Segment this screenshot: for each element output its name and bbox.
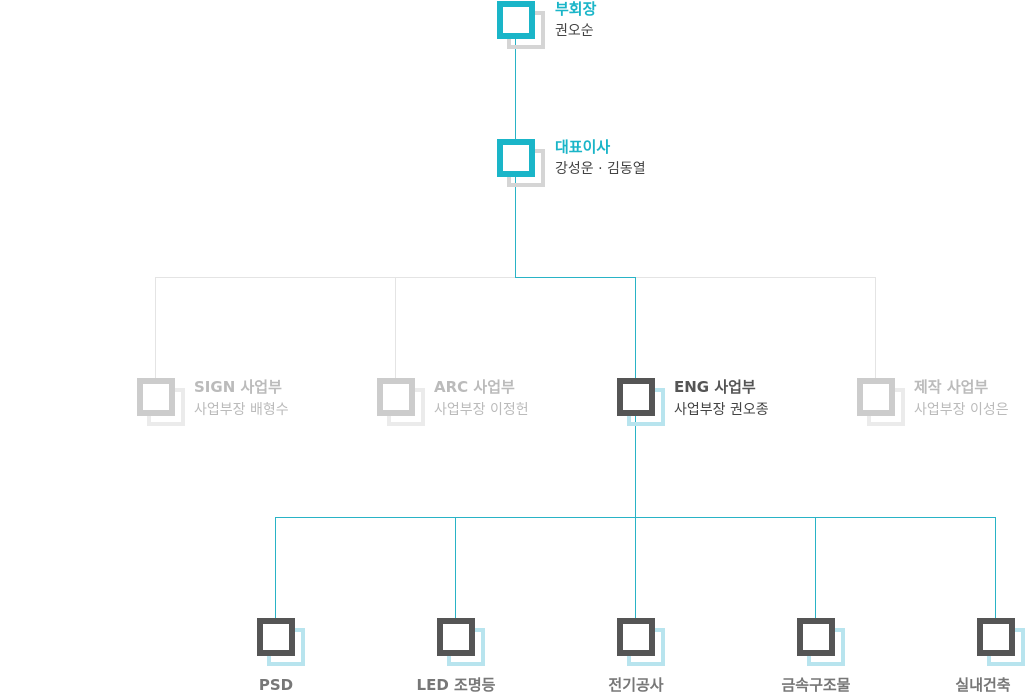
- division-sign-title: SIGN 사업부: [194, 378, 282, 396]
- division-eng-label[interactable]: ENG 사업부 사업부장 권오종: [674, 377, 769, 420]
- ceo-label: 대표이사 강성운 · 김동열: [555, 137, 646, 179]
- vice-chairman-label: 부회장 권오순: [555, 0, 596, 41]
- connector-ceo-down: [515, 176, 516, 277]
- division-arc-title: ARC 사업부: [434, 378, 515, 396]
- connector-drop-eng: [635, 277, 636, 378]
- division-sign-head: 사업부장 배형수: [194, 402, 289, 418]
- team-led-node-icon: [437, 618, 485, 666]
- connector-drop-psd: [275, 517, 276, 618]
- vice-chairman-node-icon: [497, 1, 545, 49]
- division-arc-node-icon[interactable]: [377, 378, 425, 426]
- division-eng-title: ENG 사업부: [674, 378, 756, 396]
- connector-drop-sign: [155, 277, 156, 378]
- division-eng-head: 사업부장 권오종: [674, 402, 769, 418]
- team-led-label: LED 조명등: [416, 676, 496, 694]
- ceo-name: 강성운 · 김동열: [555, 161, 646, 177]
- connector-drop-metal: [815, 517, 816, 618]
- division-sign-label[interactable]: SIGN 사업부 사업부장 배형수: [194, 377, 289, 420]
- team-metal-node-icon: [797, 618, 845, 666]
- connector-division-bar-right: [636, 277, 876, 278]
- team-electric-label: 전기공사: [608, 676, 664, 694]
- connector-vice-to-ceo: [515, 38, 516, 140]
- connector-division-bar-left: [155, 277, 515, 278]
- team-psd-label: PSD: [258, 676, 294, 694]
- ceo-title: 대표이사: [555, 138, 611, 156]
- division-arc-head: 사업부장 이정헌: [434, 402, 529, 418]
- connector-drop-led: [455, 517, 456, 618]
- connector-ceo-to-eng: [515, 277, 636, 278]
- division-sign-node-icon[interactable]: [137, 378, 185, 426]
- connector-drop-electric: [635, 517, 636, 618]
- division-production-label[interactable]: 제작 사업부 사업부장 이성은: [914, 377, 1009, 420]
- division-production-node-icon[interactable]: [857, 378, 905, 426]
- connector-drop-production: [875, 277, 876, 378]
- team-interior-node-icon: [977, 618, 1025, 666]
- team-electric-node-icon: [617, 618, 665, 666]
- vice-chairman-name: 권오순: [555, 23, 594, 39]
- division-production-title: 제작 사업부: [914, 378, 989, 396]
- ceo-node-icon: [497, 139, 545, 187]
- connector-drop-interior: [995, 517, 996, 618]
- connector-drop-arc: [395, 277, 396, 378]
- division-eng-node-icon[interactable]: [617, 378, 665, 426]
- team-psd-node-icon: [257, 618, 305, 666]
- team-metal-label: 금속구조물: [781, 676, 851, 694]
- division-arc-label[interactable]: ARC 사업부 사업부장 이정헌: [434, 377, 529, 420]
- connector-eng-down: [635, 416, 636, 518]
- vice-chairman-title: 부회장: [555, 0, 597, 18]
- division-production-head: 사업부장 이성은: [914, 402, 1009, 418]
- team-interior-label: 실내건축: [955, 676, 1011, 694]
